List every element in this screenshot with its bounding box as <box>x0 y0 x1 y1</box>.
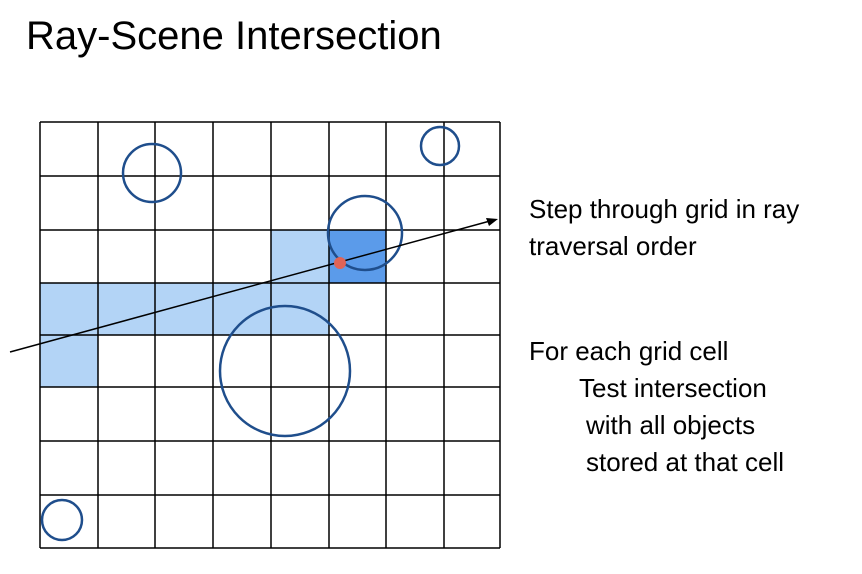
traversed-cell <box>271 230 329 283</box>
ray-line <box>9 220 491 353</box>
slide-title: Ray-Scene Intersection <box>26 14 442 58</box>
object-circle <box>419 125 461 167</box>
ray-arrowhead <box>486 218 498 226</box>
caption-line: Step through grid in ray <box>529 194 800 224</box>
object-circle <box>326 194 404 272</box>
intersection-caption: For each grid cell Test intersection wit… <box>529 333 784 481</box>
object-circle <box>121 142 183 204</box>
grid-lines <box>39 121 501 549</box>
caption-line: stored at that cell <box>586 447 784 477</box>
object-circle <box>218 304 352 438</box>
caption-line: traversal order <box>529 231 697 261</box>
caption-line: with all objects <box>586 410 756 440</box>
caption-line: For each grid cell <box>529 336 729 366</box>
object-circle <box>40 498 84 542</box>
traversal-caption: Step through grid in ray traversal order <box>529 191 799 265</box>
hit-point <box>334 257 346 269</box>
caption-line: Test intersection <box>579 373 767 403</box>
